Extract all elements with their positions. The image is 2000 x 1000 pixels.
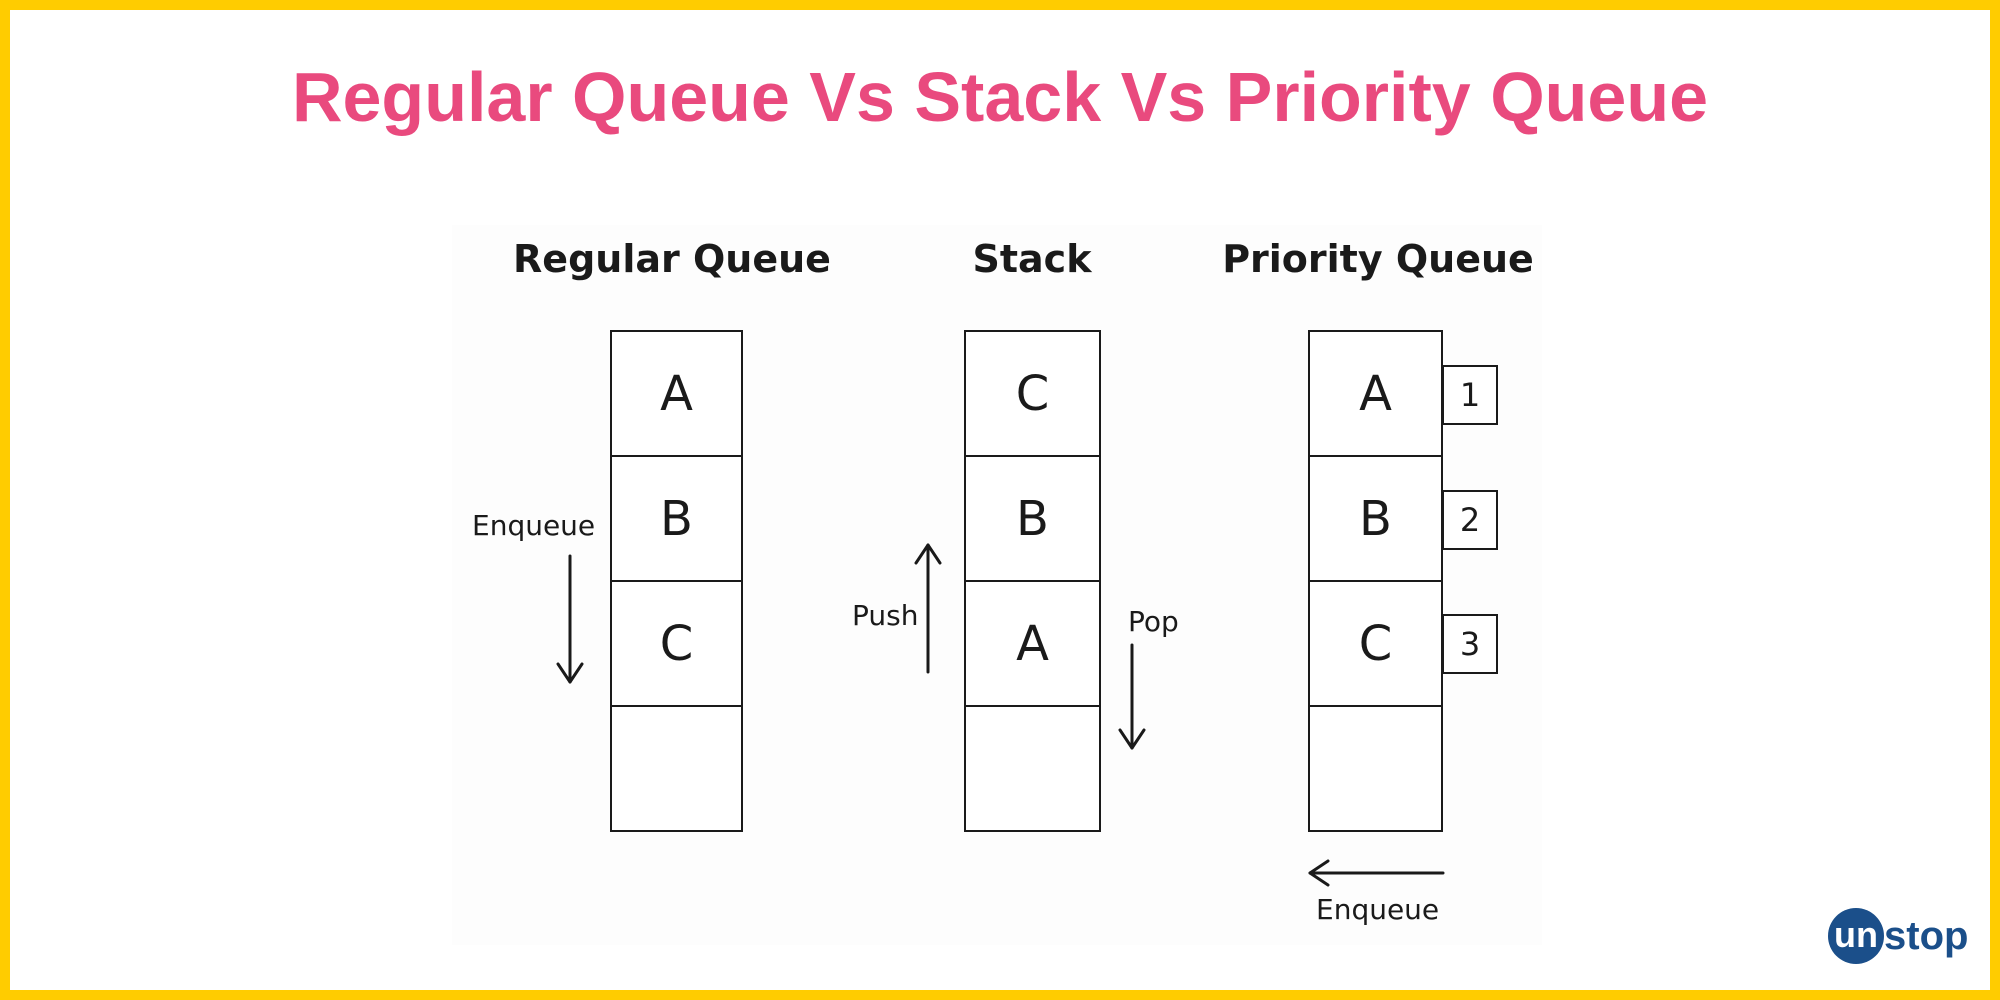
stack-push-label: Push <box>852 599 919 632</box>
stack-cell: B <box>966 457 1099 582</box>
stack-column: C B A <box>964 330 1101 832</box>
priority-queue-cell: B <box>1310 457 1441 582</box>
priority-queue-enqueue-label: Enqueue <box>1316 893 1440 926</box>
priority-badge: 3 <box>1442 614 1498 674</box>
logo-mark-text: un <box>1834 914 1878 955</box>
regular-queue-cell <box>612 707 741 830</box>
regular-queue-cell: C <box>612 582 741 707</box>
stack-cell <box>966 707 1099 830</box>
regular-queue-enqueue-label: Enqueue <box>472 509 596 542</box>
priority-queue-title: Priority Queue <box>1222 237 1534 281</box>
stack-cell: A <box>966 582 1099 707</box>
stack-cell: C <box>966 332 1099 457</box>
priority-badge: 1 <box>1442 365 1498 425</box>
logo-circle: un <box>1828 908 1884 964</box>
logo-wordmark: stop <box>1884 914 1969 958</box>
stack-pop-label: Pop <box>1128 605 1179 638</box>
stack-title: Stack <box>972 237 1092 281</box>
priority-queue-cell <box>1310 707 1441 830</box>
regular-queue-cell: B <box>612 457 741 582</box>
priority-queue-cell: C <box>1310 582 1441 707</box>
unstop-logo: un stop <box>1828 908 1968 964</box>
regular-queue-cell: A <box>612 332 741 457</box>
priority-queue-column: A B C <box>1308 330 1443 832</box>
priority-queue-cell: A <box>1310 332 1441 457</box>
priority-badge: 2 <box>1442 490 1498 550</box>
regular-queue-column: A B C <box>610 330 743 832</box>
regular-queue-title: Regular Queue <box>513 237 831 281</box>
page-title: Regular Queue Vs Stack Vs Priority Queue <box>291 58 1709 136</box>
